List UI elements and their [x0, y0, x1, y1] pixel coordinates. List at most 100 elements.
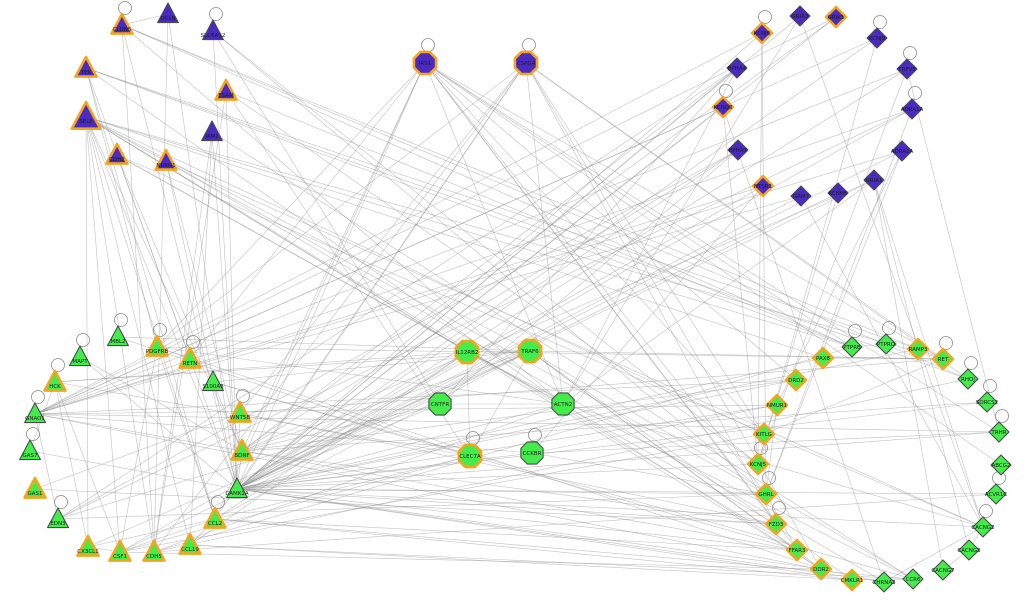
node-FFAR3[interactable]: FFAR3 [785, 538, 809, 562]
node-OCLN[interactable]: OCLN [157, 2, 179, 24]
node-ADRA2A[interactable]: ADRA2A [891, 140, 914, 162]
node-GRIA1[interactable]: GRIA1 [863, 169, 885, 191]
diamond-node-shape[interactable] [906, 337, 930, 361]
triangle-node-shape[interactable] [157, 2, 179, 24]
triangle-node-shape[interactable] [178, 346, 202, 369]
diamond-node-shape[interactable] [932, 559, 954, 581]
triangle-node-shape[interactable] [23, 476, 47, 499]
node-TRPV5[interactable]: TRPV5 [896, 58, 918, 80]
node-CNTFR[interactable]: CNTFR [428, 392, 452, 416]
diamond-node-shape[interactable] [790, 185, 812, 207]
node-CX3CL1[interactable]: CX3CL1 [76, 534, 100, 557]
diamond-node-shape[interactable] [902, 568, 924, 590]
node-NRXN1[interactable]: NRXN1 [154, 148, 178, 171]
node-KCNJ6[interactable]: KCNJ6 [750, 21, 774, 45]
diamond-node-shape[interactable] [727, 139, 749, 161]
diamond-node-shape[interactable] [873, 571, 895, 593]
node-GRM7[interactable]: GRM7 [790, 185, 812, 207]
diamond-node-shape[interactable] [901, 98, 923, 120]
node-GNAO1[interactable]: GNAO1 [24, 402, 47, 424]
node-PTPRB[interactable]: PTPRB [841, 336, 863, 358]
node-SORCS2[interactable]: SORCS2 [976, 391, 998, 413]
node-PTPRO[interactable]: PTPRO [875, 333, 897, 355]
node-KCNQ3[interactable]: KCNQ3 [711, 95, 735, 119]
triangle-node-shape[interactable] [145, 334, 169, 357]
node-CACNG7[interactable]: CACNG7 [931, 559, 955, 581]
node-ESAM[interactable]: ESAM [214, 78, 238, 101]
node-DDR2[interactable]: DDR2 [809, 557, 833, 581]
node-CHRNA3[interactable]: CHRNA3 [872, 571, 896, 593]
node-KCNJ5[interactable]: KCNJ5 [746, 452, 770, 476]
node-MBL2[interactable]: MBL2 [106, 325, 129, 347]
node-CDH5[interactable]: CDH5 [142, 539, 166, 562]
triangle-node-shape[interactable] [106, 325, 129, 347]
diamond-node-shape[interactable] [976, 391, 998, 413]
triangle-node-shape[interactable] [74, 55, 98, 78]
node-ADRA1A[interactable]: ADRA1A [901, 98, 924, 120]
octagon-node-shape[interactable] [412, 50, 438, 76]
triangle-node-shape[interactable] [202, 370, 224, 392]
diamond-node-shape[interactable] [824, 5, 848, 29]
triangle-node-shape[interactable] [46, 507, 70, 529]
diamond-node-shape[interactable] [789, 5, 811, 27]
triangle-node-shape[interactable] [201, 120, 223, 142]
node-SLC6A12[interactable]: SLC6A12 [201, 19, 226, 41]
node-GRIK1[interactable]: GRIK1 [824, 5, 848, 29]
node-NTSR1[interactable]: NTSR1 [751, 174, 775, 198]
diamond-node-shape[interactable] [863, 169, 885, 191]
triangle-node-shape[interactable] [202, 19, 224, 41]
diamond-node-shape[interactable] [957, 368, 979, 390]
node-CCR6[interactable]: CCR6 [902, 568, 924, 590]
diamond-node-shape[interactable] [840, 568, 864, 592]
diamond-node-shape[interactable] [711, 95, 735, 119]
octagon-node-shape[interactable] [457, 443, 483, 469]
triangle-node-shape[interactable] [43, 369, 67, 392]
diamond-node-shape[interactable] [972, 516, 994, 538]
diamond-node-shape[interactable] [891, 140, 913, 162]
node-CLDN5[interactable]: CLDN5 [110, 12, 134, 35]
triangle-node-shape[interactable] [110, 12, 134, 35]
node-KCNH5[interactable]: KCNH5 [827, 182, 849, 204]
node-KCNJ9[interactable]: KCNJ9 [866, 27, 888, 49]
octagon-node-shape[interactable] [520, 441, 544, 465]
node-CDH2[interactable]: CDH2 [105, 142, 129, 165]
node-EPHA7[interactable]: EPHA7 [727, 139, 749, 161]
node-ACVR1C[interactable]: ACVR1C [985, 483, 1008, 505]
octagon-node-shape[interactable] [454, 339, 480, 365]
node-CCL2[interactable]: CCL2 [203, 506, 227, 529]
node-HCK[interactable]: HCK [43, 369, 67, 392]
triangle-node-shape[interactable] [230, 438, 254, 461]
diamond-node-shape[interactable] [827, 182, 849, 204]
octagon-node-shape[interactable] [551, 392, 575, 416]
diamond-node-shape[interactable] [785, 538, 809, 562]
diamond-node-shape[interactable] [931, 347, 955, 371]
triangle-node-shape[interactable] [105, 142, 129, 165]
diamond-node-shape[interactable] [990, 454, 1012, 476]
triangle-node-shape[interactable] [108, 539, 132, 562]
node-IL12RB2[interactable]: IL12RB2 [454, 339, 480, 365]
node-ACTN2[interactable]: ACTN2 [551, 392, 575, 416]
triangle-node-shape[interactable] [228, 400, 252, 423]
node-GRIA3[interactable]: GRIA3 [789, 5, 811, 27]
node-CLEC7A[interactable]: CLEC7A [457, 443, 483, 469]
node-IRS1[interactable]: IRS1 [412, 50, 438, 76]
diamond-node-shape[interactable] [896, 58, 918, 80]
triangle-node-shape[interactable] [142, 539, 166, 562]
node-CACNG2[interactable]: CACNG2 [971, 516, 995, 538]
diamond-node-shape[interactable] [764, 512, 788, 536]
octagon-node-shape[interactable] [517, 338, 543, 364]
node-NMUR1[interactable]: NMUR1 [765, 393, 789, 417]
triangle-node-shape[interactable] [24, 402, 47, 424]
node-TRAF6[interactable]: TRAF6 [517, 338, 543, 364]
triangle-node-shape[interactable] [76, 534, 100, 557]
node-S100A8[interactable]: S100A8 [202, 370, 224, 392]
triangle-node-shape[interactable] [154, 148, 178, 171]
diamond-node-shape[interactable] [726, 57, 748, 79]
diamond-node-shape[interactable] [754, 482, 778, 506]
diamond-node-shape[interactable] [751, 174, 775, 198]
node-GAS7[interactable]: GAS7 [19, 439, 42, 461]
node-CACNG3[interactable]: CACNG3 [957, 539, 981, 561]
triangle-node-shape[interactable] [68, 345, 92, 367]
node-SELE[interactable]: SELE [70, 100, 102, 130]
